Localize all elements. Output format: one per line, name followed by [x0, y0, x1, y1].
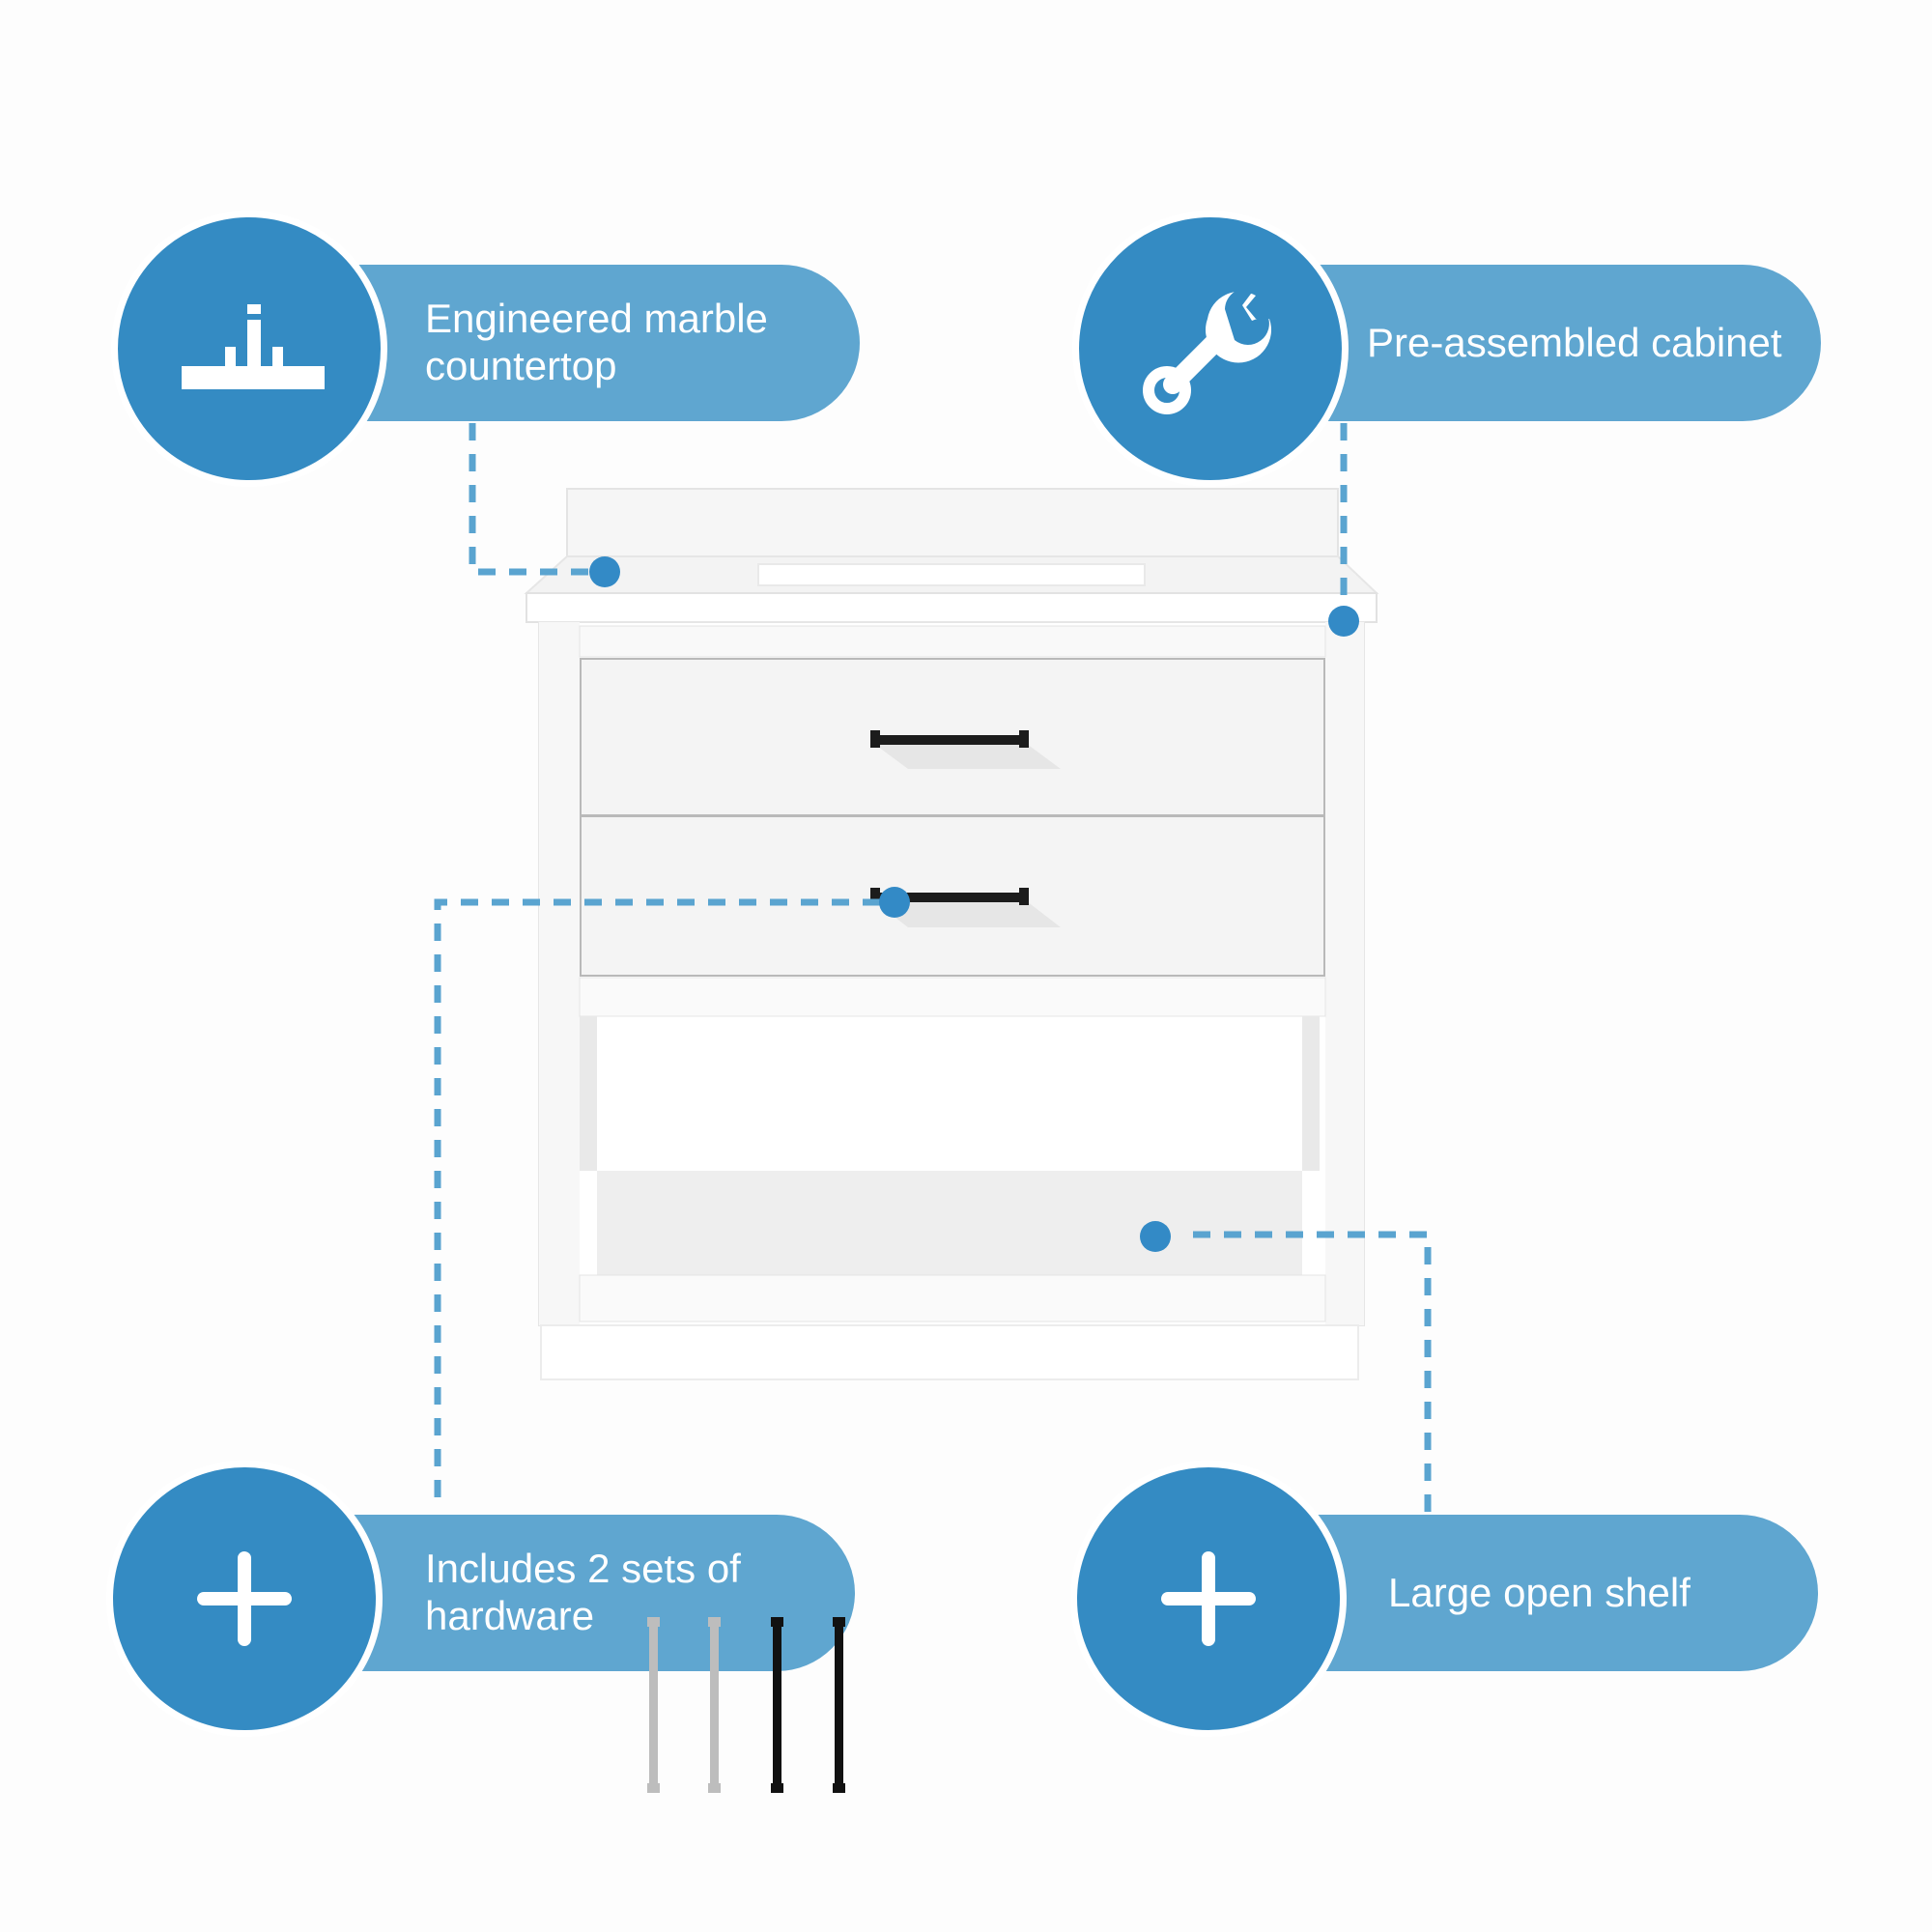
cabinet-right-side: [1325, 622, 1364, 1325]
callout-countertop-label: Engineered marble countertop: [425, 296, 768, 388]
hardware-pull-sample: [771, 1617, 783, 1793]
hardware-pull-sample: [647, 1617, 660, 1793]
callout-countertop-circle: [111, 211, 387, 487]
callout-cabinet-circle: [1072, 211, 1349, 487]
wrench-icon: [1143, 288, 1271, 414]
callout-hardware-pill: Includes 2 sets of hardware: [343, 1515, 855, 1671]
cabinet-base: [540, 1324, 1359, 1380]
callout-shelf-circle: [1070, 1461, 1347, 1737]
callout-hardware-label: Includes 2 sets of hardware: [425, 1546, 741, 1638]
plus-icon: [197, 1551, 292, 1646]
dot-hardware: [879, 887, 910, 918]
cabinet-left-side: [539, 622, 580, 1325]
callout-hardware-circle: [106, 1461, 383, 1737]
callout-shelf-label: Large open shelf: [1388, 1569, 1690, 1615]
open-shelf-back: [597, 1171, 1302, 1275]
sink-basin: [757, 563, 1146, 586]
countertop-edge: [526, 592, 1378, 623]
callout-countertop-pill: Engineered marble countertop: [348, 265, 860, 421]
middle-rail: [579, 977, 1326, 1017]
dot-cabinet: [1328, 606, 1359, 637]
open-shelf-surface: [579, 1274, 1326, 1322]
drawer-pull-top: [872, 735, 1027, 745]
top-rail: [579, 625, 1326, 658]
hardware-pull-sample: [708, 1617, 721, 1793]
connector-shelf: [1180, 1231, 1432, 1512]
callout-cabinet-pill: Pre-assembled cabinet: [1309, 265, 1821, 421]
callout-shelf-pill: Large open shelf: [1306, 1515, 1818, 1671]
plus-icon: [1161, 1551, 1256, 1646]
dot-countertop: [589, 556, 620, 587]
hardware-pull-sample: [833, 1617, 845, 1793]
dot-shelf: [1140, 1221, 1171, 1252]
backsplash: [566, 488, 1339, 557]
drawer-pull-bottom: [872, 893, 1027, 902]
connector-hardware: [434, 898, 887, 1497]
callout-cabinet-label: Pre-assembled cabinet: [1367, 319, 1782, 365]
countertop-icon: [182, 304, 325, 389]
